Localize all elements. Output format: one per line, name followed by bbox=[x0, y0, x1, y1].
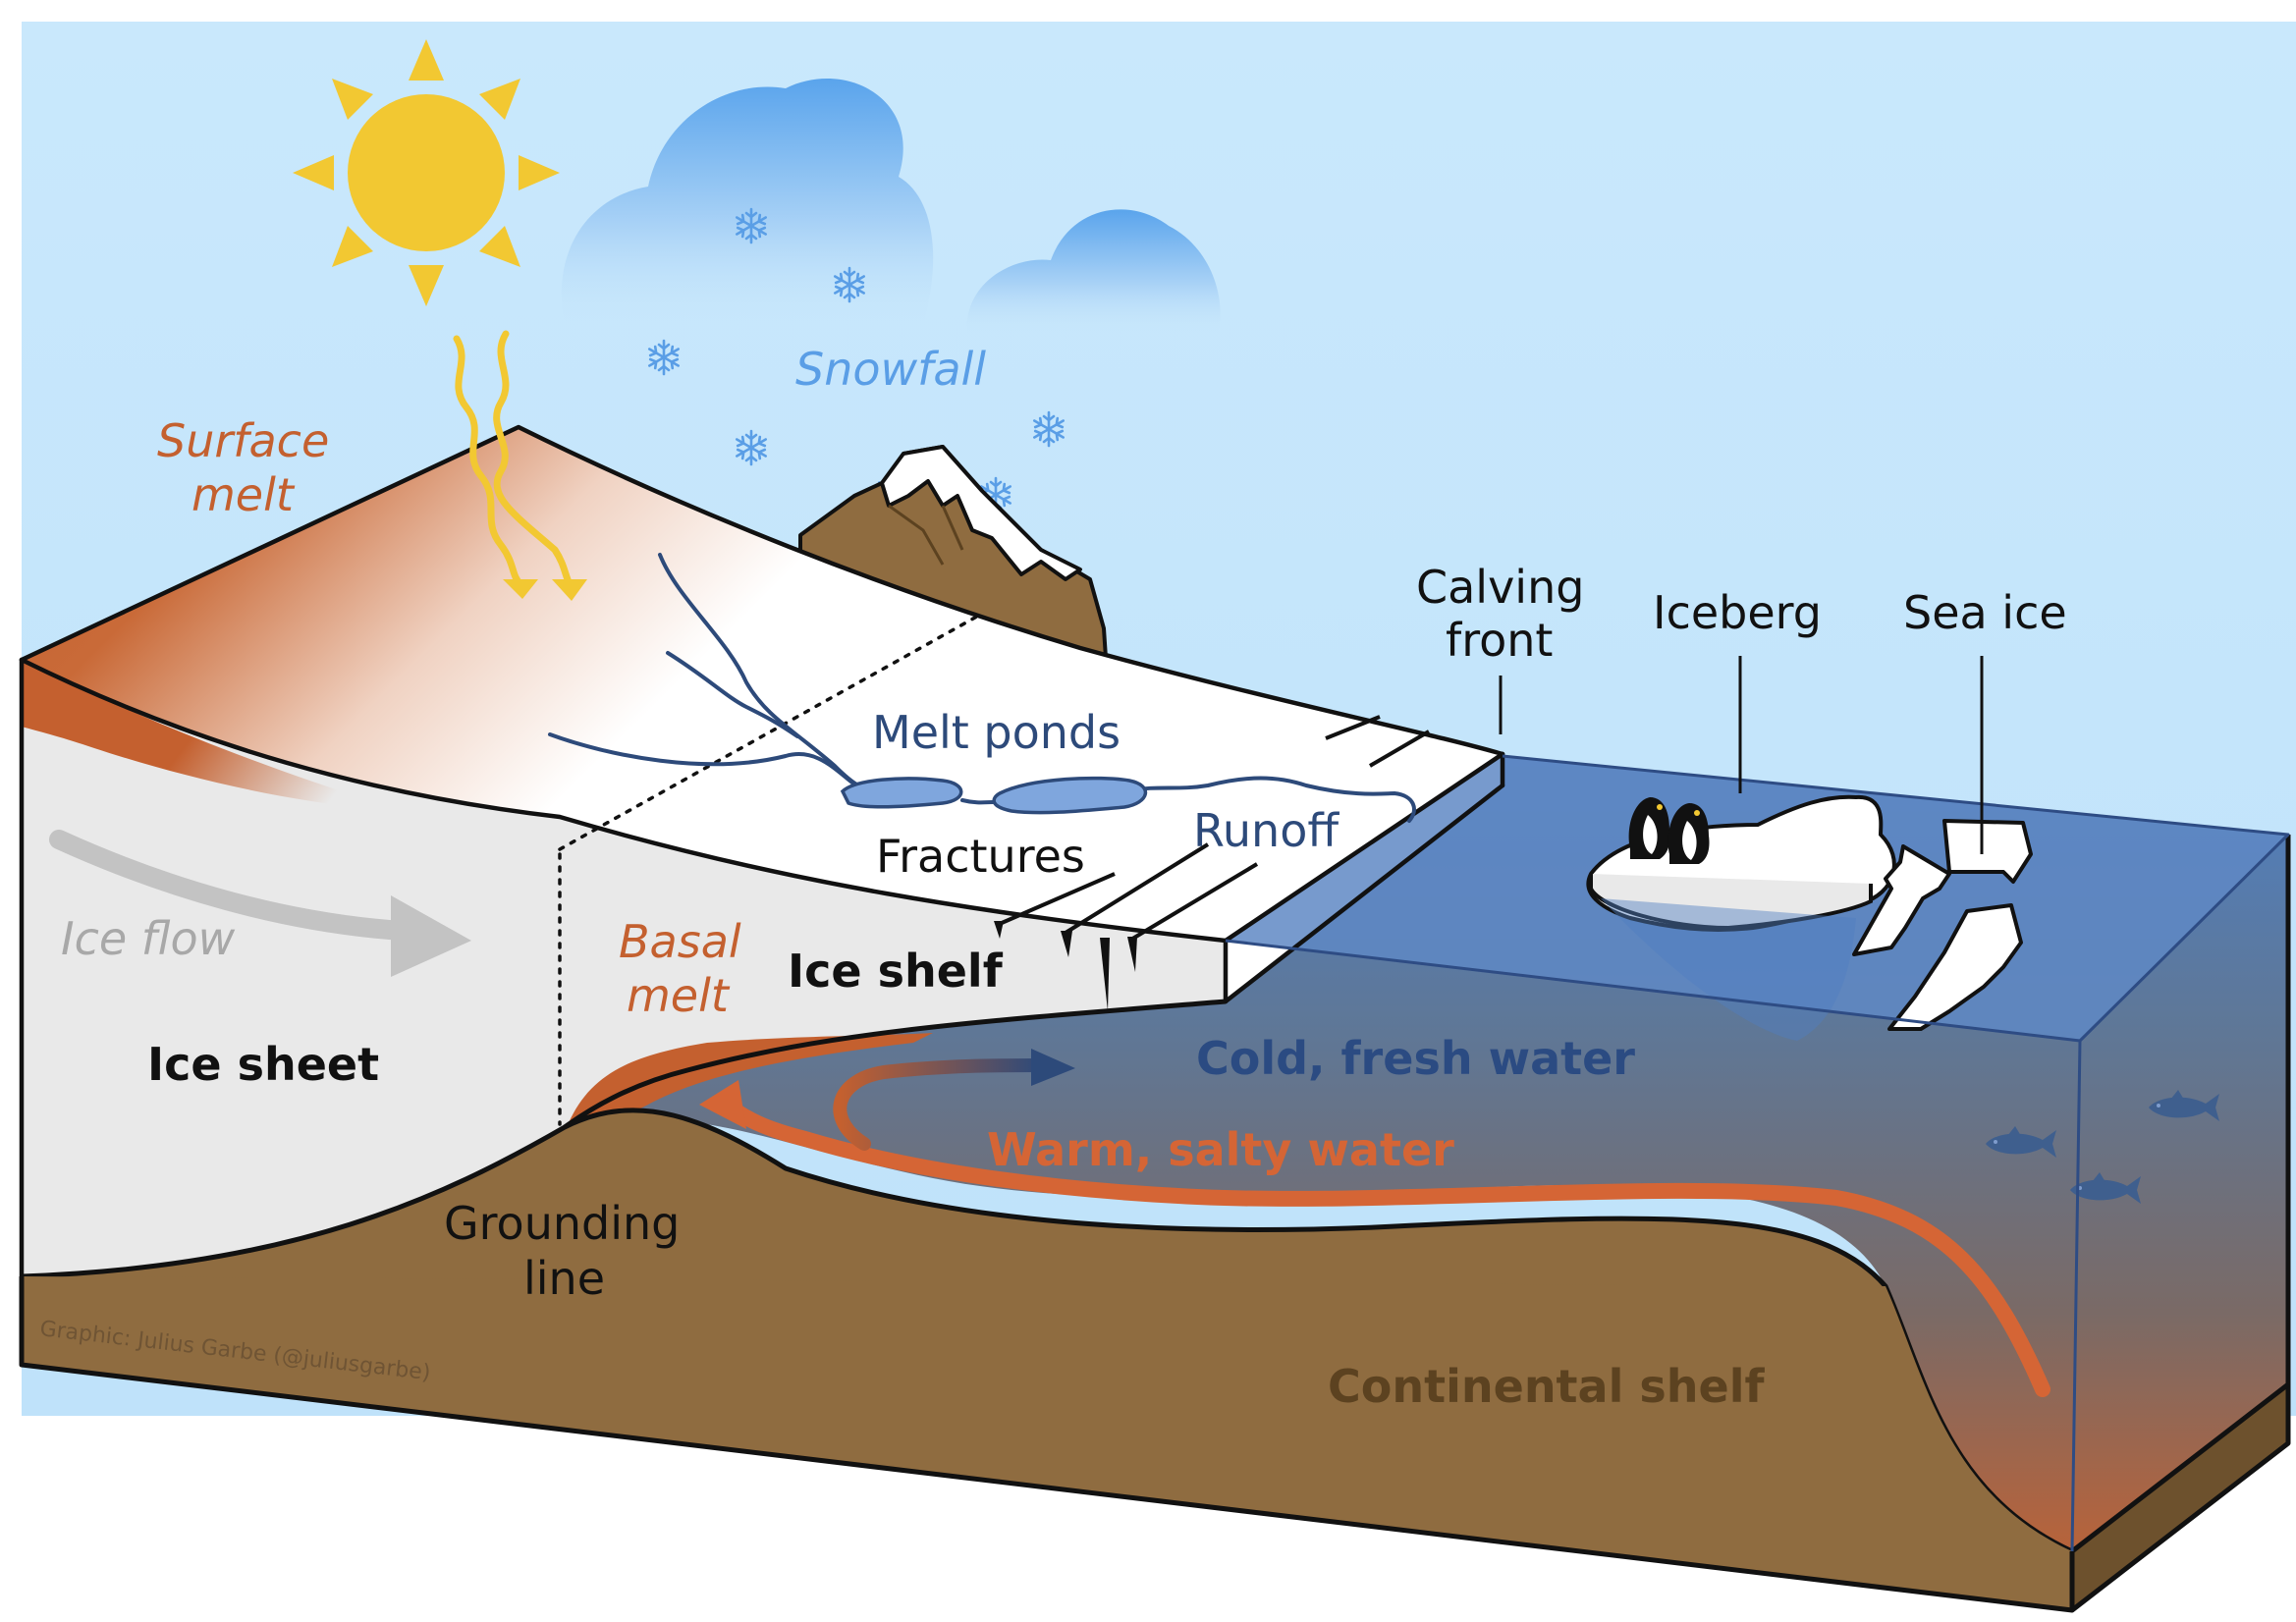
ice-flow-arrow bbox=[49, 830, 412, 941]
surface-melt-side bbox=[22, 660, 403, 811]
melt-streams bbox=[548, 553, 1416, 823]
ice-surface-top bbox=[22, 427, 1503, 941]
ice-sheet-side bbox=[22, 660, 1226, 1276]
cloud-icon bbox=[561, 79, 1221, 334]
label-warm-salty-water: Warm, salty water bbox=[987, 1123, 1454, 1176]
label-basal-melt-2: melt bbox=[627, 969, 731, 1022]
label-iceberg: Iceberg bbox=[1653, 586, 1822, 639]
label-fractures: Fractures bbox=[876, 830, 1085, 883]
label-runoff: Runoff bbox=[1193, 804, 1339, 857]
label-calving-front-2: front bbox=[1446, 614, 1553, 667]
mountain bbox=[798, 445, 1108, 660]
bedrock-front bbox=[22, 1276, 2072, 1610]
label-continental-shelf: Continental shelf bbox=[1328, 1360, 1765, 1413]
iceberg bbox=[1586, 794, 1896, 1041]
basal-melt-band bbox=[568, 1033, 933, 1127]
label-basal-melt: Basal bbox=[619, 915, 741, 968]
label-ice-flow: Ice flow bbox=[61, 912, 236, 965]
cold-water-current bbox=[833, 1058, 1048, 1151]
label-snowfall: Snowfall bbox=[795, 343, 986, 396]
label-ice-sheet: Ice sheet bbox=[147, 1038, 379, 1091]
label-melt-ponds: Melt ponds bbox=[872, 706, 1121, 759]
melt-ponds bbox=[840, 776, 1148, 815]
label-ice-shelf: Ice shelf bbox=[788, 945, 1004, 998]
label-grounding-line: Grounding bbox=[444, 1197, 680, 1250]
label-cold-fresh-water: Cold, fresh water bbox=[1196, 1032, 1635, 1085]
grounding-line-marker bbox=[558, 612, 984, 1126]
penguin-icon bbox=[1628, 797, 1710, 864]
fractures bbox=[994, 715, 1431, 1011]
label-calving-front: Calving bbox=[1416, 561, 1584, 614]
sun-rays bbox=[453, 330, 574, 588]
sun-icon bbox=[293, 39, 560, 306]
warm-water-current bbox=[719, 1097, 2050, 1397]
label-grounding-line-2: line bbox=[523, 1252, 605, 1305]
label-surface-melt: Surface bbox=[157, 414, 329, 467]
sea-ice bbox=[1852, 819, 2033, 1031]
label-sea-ice: Sea ice bbox=[1903, 586, 2067, 639]
label-surface-melt-2: melt bbox=[191, 468, 296, 521]
